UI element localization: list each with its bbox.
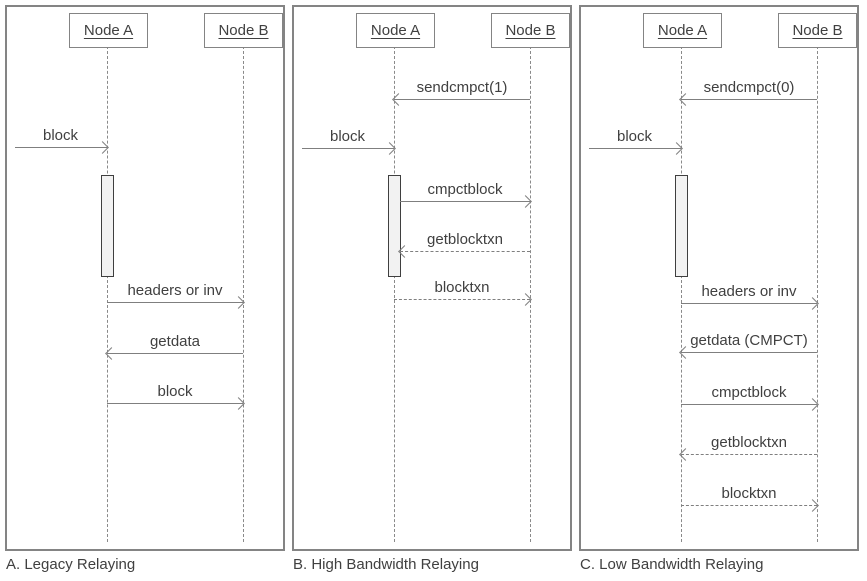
message-label: blocktxn: [434, 279, 490, 296]
message-arrow: [681, 505, 817, 506]
message-arrow: [400, 251, 530, 252]
lifeline-node-b: [530, 46, 531, 542]
actor-box-node-a: Node A: [643, 13, 722, 48]
message-label: block: [157, 383, 193, 400]
message-label: cmpctblock: [427, 181, 503, 198]
lifeline-node-a: [107, 46, 108, 542]
lifeline-node-b: [243, 46, 244, 542]
message-arrow: [589, 148, 681, 149]
actor-label-node-a: Node A: [83, 22, 134, 39]
message-label: block: [42, 127, 79, 144]
panel-b-high-bandwidth-relaying: Node A Node B sendcmpct(1) block cmpctbl…: [292, 5, 572, 551]
message-label: sendcmpct(1): [416, 79, 508, 96]
lifeline-node-b: [817, 46, 818, 542]
message-label: block: [616, 128, 653, 145]
actor-box-node-b: Node B: [204, 13, 283, 48]
message-arrow: [107, 302, 243, 303]
actor-label-node-b: Node B: [218, 22, 269, 39]
actor-label-node-a: Node A: [370, 22, 421, 39]
message-arrow: [681, 99, 817, 100]
panel-a-legacy-relaying: Node A Node B block headers or inv getda…: [5, 5, 285, 551]
actor-box-node-b: Node B: [491, 13, 570, 48]
actor-label-node-a: Node A: [657, 22, 708, 39]
message-label: getblocktxn: [711, 434, 787, 451]
message-label: headers or inv: [701, 283, 797, 300]
message-arrow: [400, 201, 530, 202]
message-arrow: [681, 352, 817, 353]
message-label: cmpctblock: [711, 384, 787, 401]
actor-label-node-b: Node B: [792, 22, 843, 39]
message-label: getblocktxn: [427, 231, 503, 248]
message-arrow: [681, 454, 817, 455]
message-label: headers or inv: [127, 282, 223, 299]
message-arrow: [681, 404, 817, 405]
activation-bar-node-a: [675, 175, 688, 277]
message-label: getdata (CMPCT): [690, 332, 808, 349]
panel-caption: B. High Bandwidth Relaying: [293, 556, 479, 573]
actor-box-node-a: Node A: [69, 13, 148, 48]
panel-c-low-bandwidth-relaying: Node A Node B sendcmpct(0) block headers…: [579, 5, 859, 551]
actor-box-node-a: Node A: [356, 13, 435, 48]
panel-caption: C. Low Bandwidth Relaying: [580, 556, 764, 573]
panel-caption: A. Legacy Relaying: [6, 556, 136, 573]
actor-box-node-b: Node B: [778, 13, 857, 48]
activation-bar-node-a: [101, 175, 114, 277]
message-arrow: [681, 303, 817, 304]
message-arrow: [302, 148, 394, 149]
message-arrow: [394, 99, 530, 100]
message-arrow: [394, 299, 530, 300]
message-label: sendcmpct(0): [703, 79, 795, 96]
message-arrow: [15, 147, 107, 148]
lifeline-node-a: [394, 46, 395, 542]
message-arrow: [107, 353, 243, 354]
message-label: block: [329, 128, 366, 145]
message-label: getdata: [149, 333, 201, 350]
message-label: blocktxn: [721, 485, 777, 502]
message-arrow: [107, 403, 243, 404]
lifeline-node-a: [681, 46, 682, 542]
actor-label-node-b: Node B: [505, 22, 556, 39]
